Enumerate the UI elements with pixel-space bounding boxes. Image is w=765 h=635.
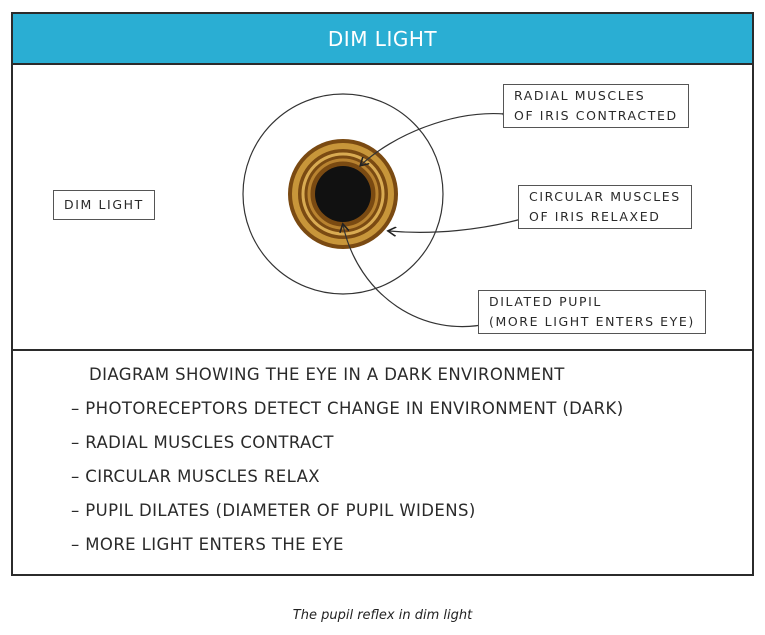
- diagram-frame: DIM LIGHT DIM LI: [11, 12, 754, 576]
- figure-caption: The pupil reflex in dim light: [292, 608, 473, 623]
- dim-light-label: DIM LIGHT: [53, 190, 155, 220]
- circular-arrow: [389, 217, 526, 232]
- notes-title: DIAGRAM SHOWING THE EYE IN A DARK ENVIRO…: [89, 365, 565, 384]
- note-item: – RADIAL MUSCLES CONTRACT: [71, 433, 334, 452]
- eye-diagram: DIM LIGHT RADIAL MUSCLES OF IRIS CONTRAC…: [13, 65, 752, 349]
- pupil: [315, 166, 371, 222]
- iris-ring: [292, 143, 394, 245]
- header-title: DIM LIGHT: [327, 26, 438, 51]
- callout-radial-muscles: RADIAL MUSCLES OF IRIS CONTRACTED: [503, 84, 689, 128]
- callout-dilated-pupil: DILATED PUPIL (MORE LIGHT ENTERS EYE): [478, 290, 706, 334]
- radial-arrow: [361, 112, 506, 165]
- pupil-arrow: [343, 225, 492, 328]
- iris-ring-2: [301, 152, 385, 236]
- section-divider: [13, 349, 752, 351]
- note-item: – MORE LIGHT ENTERS THE EYE: [71, 535, 344, 554]
- callout-circular-muscles: CIRCULAR MUSCLES OF IRIS RELAXED: [518, 185, 692, 229]
- note-item: – CIRCULAR MUSCLES RELAX: [71, 467, 320, 486]
- eyeball-outline: [242, 93, 444, 295]
- note-item: – PUPIL DILATES (DIAMETER OF PUPIL WIDEN…: [71, 501, 476, 520]
- note-item: – PHOTORECEPTORS DETECT CHANGE IN ENVIRO…: [71, 399, 624, 418]
- header-bar: DIM LIGHT: [13, 14, 752, 65]
